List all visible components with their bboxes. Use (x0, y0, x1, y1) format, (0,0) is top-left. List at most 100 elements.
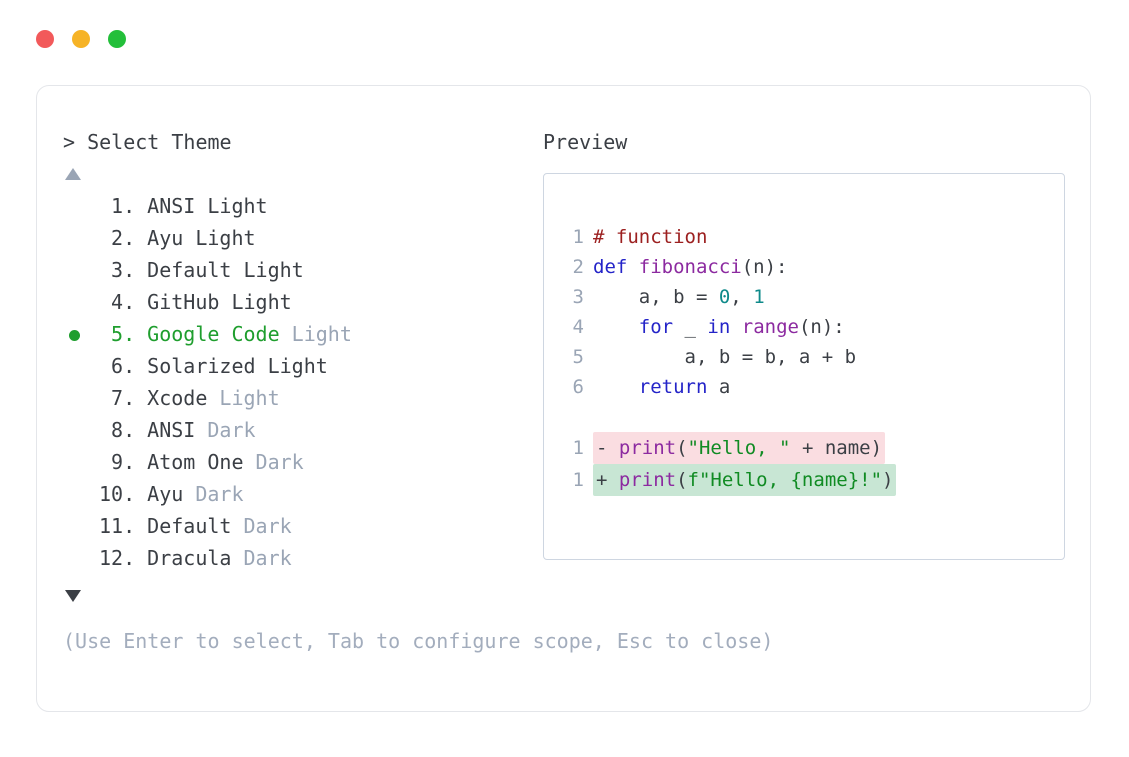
theme-list-item[interactable]: 6. Solarized Light (63, 350, 533, 382)
code-token-func: print (618, 437, 677, 459)
code-token-keyword: return (638, 376, 719, 398)
theme-item-index: 3. (99, 258, 136, 282)
theme-item-index: 4. (99, 290, 136, 314)
code-line: 1 # function (562, 222, 1064, 252)
theme-item-text: 11. Default Dark (99, 510, 292, 542)
diff-sign: + (596, 469, 619, 491)
theme-item-name: Dracula (135, 546, 232, 570)
code-token-string: f"Hello, {name}!" (687, 469, 883, 491)
line-number: 6 (572, 376, 584, 398)
close-button[interactable] (36, 30, 54, 48)
theme-item-name: ANSI (135, 194, 196, 218)
code-token-number: 0 (718, 286, 731, 308)
theme-item-variant: Light (255, 354, 328, 378)
theme-item-name: ANSI (135, 418, 196, 442)
theme-item-index: 5. (99, 322, 136, 346)
code-token-plain: a, b = b, a + b (593, 346, 857, 368)
code-token-punct: ) (882, 469, 894, 491)
code-token-punct: ( (676, 437, 688, 459)
selected-bullet-icon (69, 330, 80, 341)
code-token-plain: + name) (790, 437, 883, 459)
theme-item-text: 12. Dracula Dark (99, 542, 292, 574)
theme-item-name: Default (135, 258, 232, 282)
theme-item-name: Xcode (135, 386, 208, 410)
theme-item-name: Atom One (135, 450, 244, 474)
theme-item-variant: Light (219, 290, 292, 314)
diff-line-content: + print(f"Hello, {name}!") (593, 464, 897, 496)
triangle-down-icon[interactable] (65, 590, 81, 602)
theme-list-item[interactable]: 12. Dracula Dark (63, 542, 533, 574)
line-number: 1 (572, 226, 584, 248)
diff-sign: - (596, 437, 619, 459)
theme-item-name: Ayu (135, 482, 184, 506)
code-token-punct: ( (676, 469, 688, 491)
theme-item-index: 1. (99, 194, 136, 218)
theme-item-index: 10. (99, 482, 136, 506)
theme-item-variant: Dark (231, 546, 292, 570)
theme-list-item[interactable]: 7. Xcode Light (63, 382, 533, 414)
theme-list-item[interactable]: 8. ANSI Dark (63, 414, 533, 446)
theme-item-variant: Light (279, 322, 352, 346)
code-token-keyword: def (593, 256, 639, 278)
theme-item-name: GitHub (135, 290, 220, 314)
code-line: 5 a, b = b, a + b (562, 342, 1064, 372)
triangle-up-icon[interactable] (65, 168, 81, 180)
theme-item-index: 12. (99, 546, 136, 570)
theme-item-name: Solarized (135, 354, 256, 378)
theme-list-item[interactable]: 10. Ayu Dark (63, 478, 533, 510)
theme-list-item[interactable]: 11. Default Dark (63, 510, 533, 542)
theme-item-text: 7. Xcode Light (99, 382, 280, 414)
theme-item-index: 11. (99, 514, 136, 538)
code-token-plain: a (718, 376, 731, 398)
theme-item-variant: Dark (243, 450, 304, 474)
theme-list-item[interactable]: 9. Atom One Dark (63, 446, 533, 478)
theme-item-text: 5. Google Code Light (99, 318, 352, 350)
code-token-keyword: for (638, 316, 685, 338)
theme-item-text: 6. Solarized Light (99, 350, 328, 382)
diff-line-del: 1- print("Hello, " + name) (562, 432, 1064, 464)
preview-label: Preview (543, 130, 628, 154)
code-token-number: 1 (753, 286, 765, 308)
theme-picker-card: > Select Theme 1. ANSI Light 2. Ayu Ligh… (36, 85, 1091, 712)
theme-item-variant: Light (195, 194, 268, 218)
theme-item-text: 10. Ayu Dark (99, 478, 244, 510)
minimize-button[interactable] (72, 30, 90, 48)
theme-item-text: 1. ANSI Light (99, 190, 268, 222)
code-token-plain: a, b = (593, 286, 719, 308)
page-title: Select Theme (87, 130, 232, 154)
theme-item-text: 3. Default Light (99, 254, 304, 286)
theme-list-item[interactable]: 1. ANSI Light (63, 190, 533, 222)
window-titlebar (36, 30, 126, 48)
theme-list-item[interactable]: 5. Google Code Light (63, 318, 533, 350)
code-line: 3 a, b = 0, 1 (562, 282, 1064, 312)
code-token-comment: # function (593, 226, 708, 248)
theme-item-text: 4. GitHub Light (99, 286, 292, 318)
prompt-header: > Select Theme (63, 130, 533, 154)
maximize-button[interactable] (108, 30, 126, 48)
theme-item-text: 2. Ayu Light (99, 222, 256, 254)
code-line: 6 return a (562, 372, 1064, 402)
theme-list-item[interactable]: 3. Default Light (63, 254, 533, 286)
theme-item-variant: Dark (183, 482, 244, 506)
theme-item-index: 2. (99, 226, 136, 250)
line-number: 3 (572, 286, 584, 308)
theme-list-item[interactable]: 4. GitHub Light (63, 286, 533, 318)
line-number: 1 (572, 437, 584, 459)
diff-line-add: 1+ print(f"Hello, {name}!") (562, 464, 1064, 496)
theme-item-index: 9. (99, 450, 136, 474)
line-number: 5 (572, 346, 584, 368)
theme-item-variant: Dark (231, 514, 292, 538)
theme-list: 1. ANSI Light 2. Ayu Light 3. Default Li… (63, 190, 533, 574)
theme-list-item[interactable]: 2. Ayu Light (63, 222, 533, 254)
code-token-func: range (741, 316, 799, 338)
theme-item-name: Ayu (135, 226, 184, 250)
keyboard-hint: (Use Enter to select, Tab to configure s… (63, 629, 774, 653)
code-token-punct: (n): (741, 256, 788, 278)
code-spacer (562, 402, 1064, 432)
code-token-punct: (n): (798, 316, 845, 338)
theme-item-name: Default (135, 514, 232, 538)
theme-item-index: 8. (99, 418, 136, 442)
code-token-plain: , (730, 286, 754, 308)
